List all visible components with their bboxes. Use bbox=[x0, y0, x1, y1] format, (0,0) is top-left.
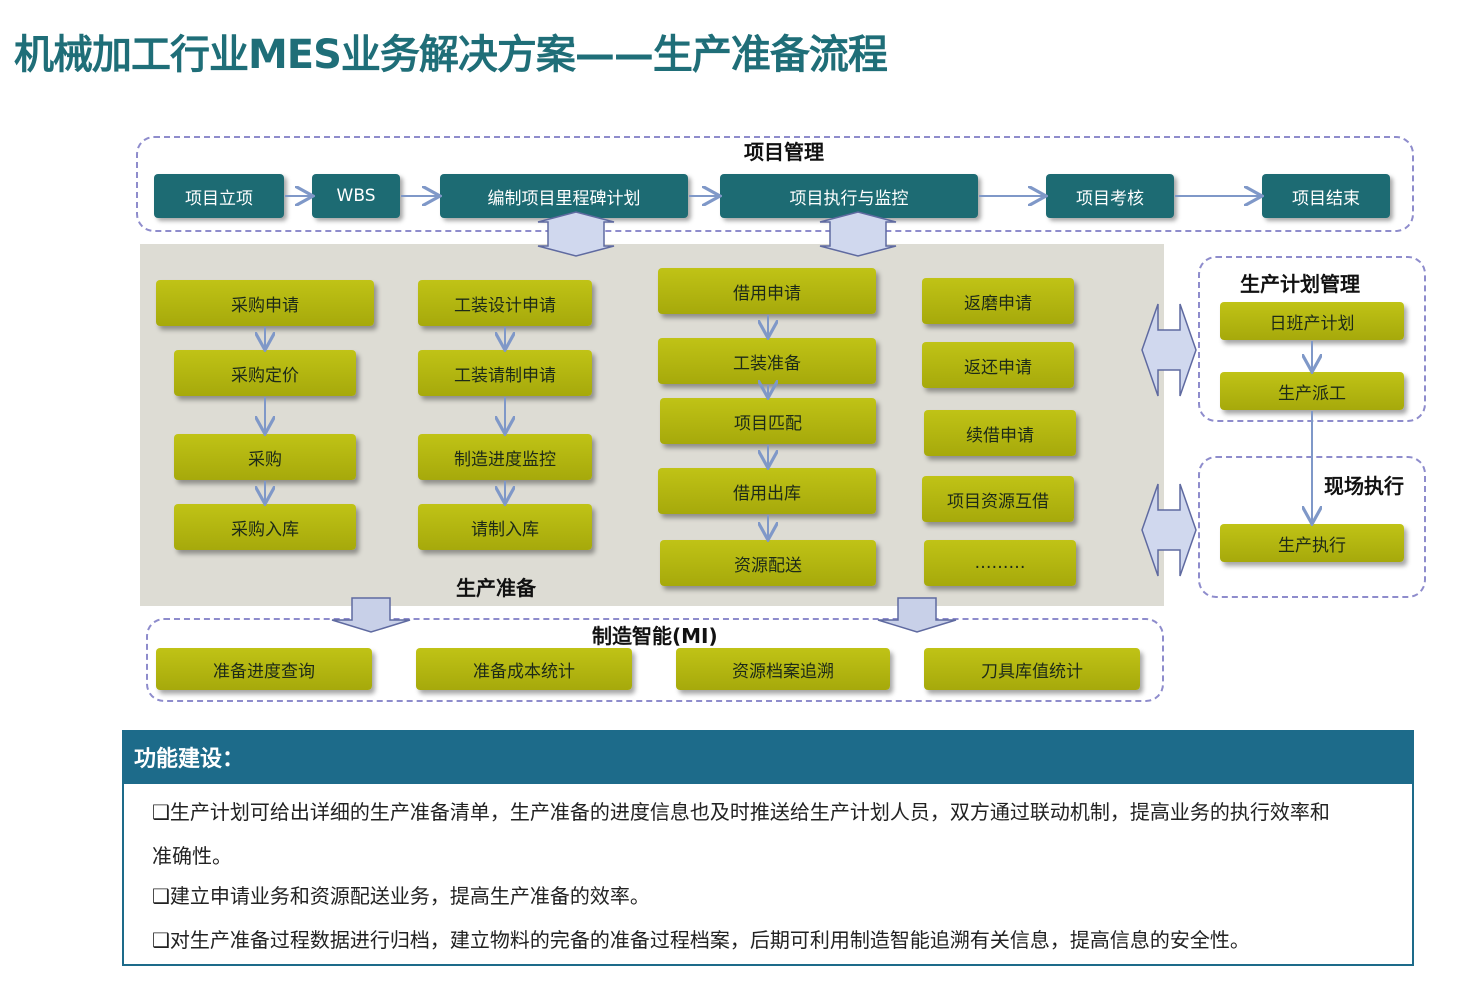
tool-inventory-statistics[interactable]: 刀具库值统计 bbox=[924, 648, 1140, 690]
purchase[interactable]: 采购 bbox=[174, 434, 356, 480]
borrow-outbound[interactable]: 借用出库 bbox=[658, 468, 876, 514]
step-wbs[interactable]: WBS bbox=[312, 174, 400, 218]
step-execution-monitoring[interactable]: 项目执行与监控 bbox=[720, 174, 978, 218]
function-line-1: ❑生产计划可给出详细的生产准备清单，生产准备的进度信息也及时推送给生产计划人员，… bbox=[152, 800, 1330, 824]
tooling-preparation[interactable]: 工装准备 bbox=[658, 338, 876, 384]
function-line-1-cont: 准确性。 bbox=[152, 844, 232, 868]
borrow-request[interactable]: 借用申请 bbox=[658, 268, 876, 314]
horizontal-arrow-lower bbox=[1141, 483, 1197, 577]
more-items-placeholder: ……… bbox=[924, 540, 1076, 586]
step-project-closure[interactable]: 项目结束 bbox=[1262, 174, 1390, 218]
down-arrow-left bbox=[331, 597, 411, 633]
project-resource-exchange[interactable]: 项目资源互借 bbox=[922, 476, 1074, 522]
resource-delivery[interactable]: 资源配送 bbox=[660, 540, 876, 586]
function-line-2: ❑建立申请业务和资源配送业务，提高生产准备的效率。 bbox=[152, 884, 650, 908]
step-milestone-plan[interactable]: 编制项目里程碑计划 bbox=[440, 174, 688, 218]
renew-borrow-request[interactable]: 续借申请 bbox=[924, 410, 1076, 456]
prep-cost-statistics[interactable]: 准备成本统计 bbox=[416, 648, 632, 690]
return-request[interactable]: 返还申请 bbox=[922, 342, 1074, 388]
manufacturing-progress-monitor[interactable]: 制造进度监控 bbox=[418, 434, 592, 480]
bidirectional-arrow-right bbox=[819, 211, 897, 257]
project-management-title: 项目管理 bbox=[744, 140, 824, 164]
resource-archive-trace[interactable]: 资源档案追溯 bbox=[676, 648, 890, 690]
manufacturing-intelligence-panel bbox=[146, 618, 1164, 702]
production-plan-title: 生产计划管理 bbox=[1240, 272, 1360, 296]
mi-title: 制造智能(MI) bbox=[592, 624, 718, 648]
purchase-pricing[interactable]: 采购定价 bbox=[174, 350, 356, 396]
down-arrow-right bbox=[877, 597, 957, 633]
page-title: 机械加工行业MES业务解决方案——生产准备流程 bbox=[14, 32, 888, 78]
site-execution-title: 现场执行 bbox=[1324, 474, 1404, 498]
function-line-3: ❑对生产准备过程数据进行归档，建立物料的完备的准备过程档案，后期可利用制造智能追… bbox=[152, 928, 1250, 952]
functions-body bbox=[122, 784, 1414, 966]
step-project-initiation[interactable]: 项目立项 bbox=[154, 174, 284, 218]
regrind-request[interactable]: 返磨申请 bbox=[922, 278, 1074, 324]
functions-header: 功能建设： bbox=[122, 730, 1414, 784]
production-dispatch[interactable]: 生产派工 bbox=[1220, 372, 1404, 410]
tooling-manufacture-request[interactable]: 工装请制申请 bbox=[418, 350, 592, 396]
purchase-warehousing[interactable]: 采购入库 bbox=[174, 504, 356, 550]
production-prep-label: 生产准备 bbox=[456, 576, 536, 600]
project-matching[interactable]: 项目匹配 bbox=[660, 398, 876, 444]
manufacture-warehousing[interactable]: 请制入库 bbox=[418, 504, 592, 550]
horizontal-arrow-upper bbox=[1141, 303, 1197, 397]
bidirectional-arrow-left bbox=[537, 211, 615, 257]
step-project-assessment[interactable]: 项目考核 bbox=[1046, 174, 1174, 218]
project-management-panel bbox=[136, 136, 1414, 232]
production-execution[interactable]: 生产执行 bbox=[1220, 524, 1404, 562]
tooling-design-request[interactable]: 工装设计申请 bbox=[418, 280, 592, 326]
prep-progress-query[interactable]: 准备进度查询 bbox=[156, 648, 372, 690]
daily-shift-plan[interactable]: 日班产计划 bbox=[1220, 302, 1404, 340]
purchase-request[interactable]: 采购申请 bbox=[156, 280, 374, 326]
